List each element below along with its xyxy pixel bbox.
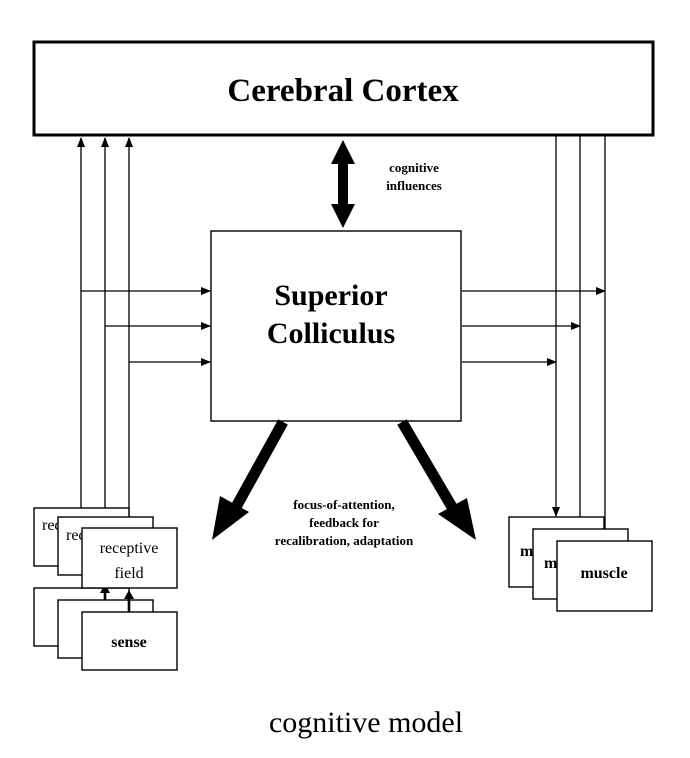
feedback-line1: focus-of-attention, [293, 497, 394, 512]
cognitive-influences-line1: cognitive [389, 160, 439, 175]
colliculus-to-motor-arrows [462, 287, 606, 366]
muscle-box-front [556, 540, 653, 612]
muscle-label: muscle [580, 565, 627, 582]
receptive-field-stack: rec rec receptive field [33, 507, 178, 589]
superior-colliculus-box: Superior Colliculus [210, 230, 462, 422]
feedback-arrow-right [397, 419, 476, 540]
superior-colliculus-line2: Colliculus [267, 317, 395, 350]
receptive-field-line1: receptive [100, 540, 159, 557]
muscle-mid-label: m [544, 555, 558, 572]
receptive-field-box-front [81, 527, 178, 589]
cognitive-influences-line2: influences [386, 178, 442, 193]
feedback-line3: recalibration, adaptation [275, 533, 414, 548]
feedback-arrow-left [212, 419, 288, 540]
receptive-field-mid-label: rec [66, 527, 86, 544]
cognitive-influences-arrow [331, 140, 355, 228]
muscle-back-label: m [520, 543, 534, 560]
sense-label: sense [111, 634, 147, 651]
superior-colliculus-line1: Superior [274, 279, 387, 312]
receptive-field-back-label: rec [42, 517, 62, 534]
cerebral-cortex-label: Cerebral Cortex [227, 73, 459, 109]
receptive-field-line2: field [114, 565, 143, 582]
sensory-to-colliculus-arrows [81, 287, 211, 366]
feedback-line2: feedback for [309, 515, 379, 530]
cortex-to-muscle-arrows [552, 135, 609, 541]
sensory-to-cortex-arrows [77, 137, 133, 532]
diagram-caption: cognitive model [269, 706, 463, 739]
sense-box-front [81, 611, 178, 671]
muscle-stack: m m muscle [508, 516, 653, 612]
sense-stack: sense [33, 587, 178, 671]
cerebral-cortex-box: Cerebral Cortex [32, 40, 655, 137]
